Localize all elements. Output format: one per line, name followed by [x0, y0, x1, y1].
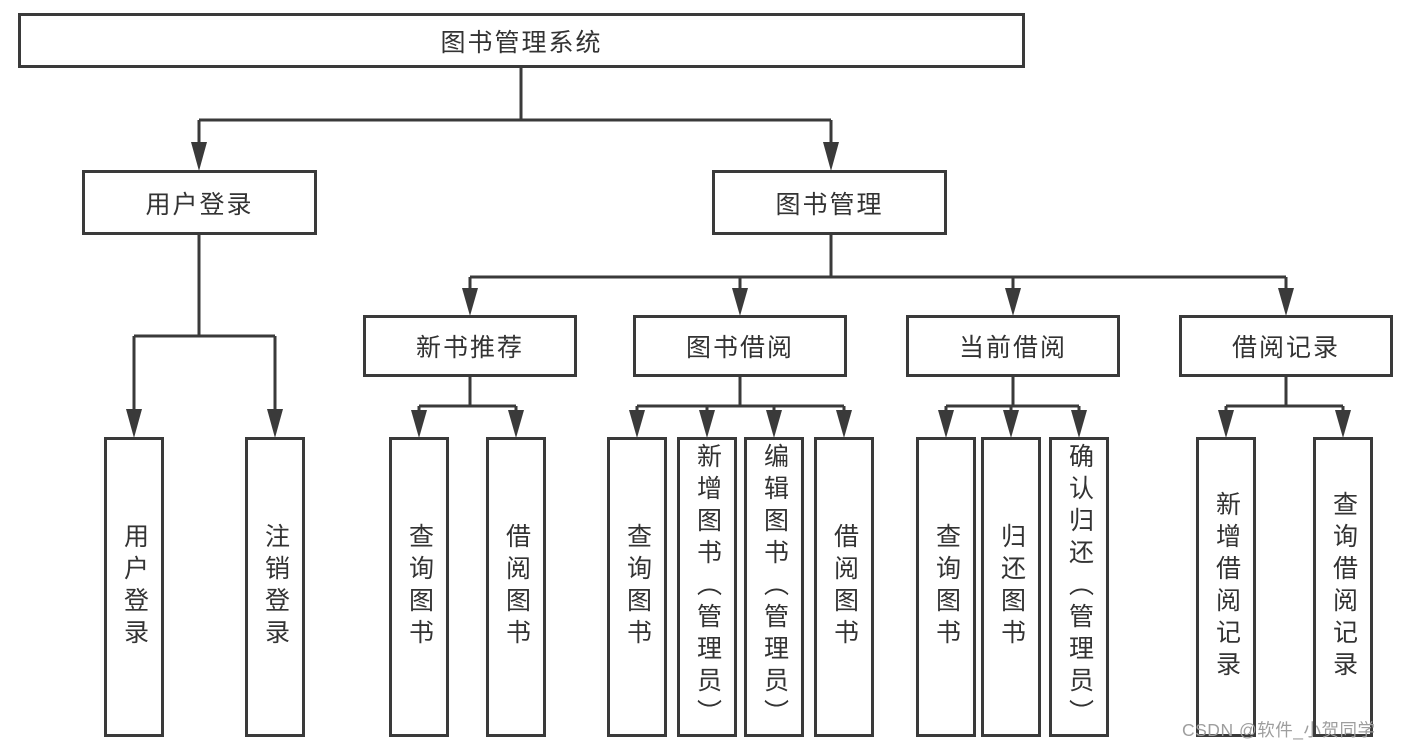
leaf-borrow-books-2-label: 借阅图书	[830, 523, 859, 651]
connector-book-borrow-children	[629, 377, 852, 438]
leaf-query-books-1: 查询图书	[389, 437, 449, 737]
leaf-query-books-3-label: 查询图书	[932, 523, 961, 651]
leaf-query-books-1-label: 查询图书	[405, 523, 434, 651]
leaf-edit-books-admin: 编辑图书（管理员）	[744, 437, 804, 737]
node-root-label: 图书管理系统	[440, 28, 603, 57]
leaf-user-login-label: 用户登录	[120, 523, 149, 651]
leaf-add-borrow-record-label: 新增借阅记录	[1212, 491, 1241, 683]
node-current-borrow-label: 当前借阅	[958, 334, 1067, 362]
leaf-add-books-admin: 新增图书（管理员）	[677, 437, 737, 737]
leaf-add-books-admin-label: 新增图书（管理员）	[693, 443, 722, 731]
leaf-logout-label: 注销登录	[261, 523, 290, 651]
leaf-confirm-return-admin-label: 确认归还（管理员）	[1065, 443, 1094, 731]
connector-current-borrow-children	[938, 377, 1087, 438]
leaf-borrow-books-2: 借阅图书	[814, 437, 874, 737]
connector-book-mgmt-to-level3	[462, 235, 1294, 316]
node-user-login-label: 用户登录	[145, 190, 254, 219]
leaf-edit-books-admin-label: 编辑图书（管理员）	[760, 443, 789, 731]
leaf-query-books-2-label: 查询图书	[623, 523, 652, 651]
node-book-borrow: 图书借阅	[633, 315, 847, 377]
connector-new-book-children	[411, 377, 524, 438]
node-new-book-recommend-label: 新书推荐	[415, 334, 524, 362]
leaf-confirm-return-admin: 确认归还（管理员）	[1049, 437, 1109, 737]
connector-root-to-level2	[191, 68, 839, 171]
leaf-user-login: 用户登录	[104, 437, 164, 737]
leaf-return-books-label: 归还图书	[997, 523, 1026, 651]
leaf-borrow-books-1: 借阅图书	[486, 437, 546, 737]
node-book-management-label: 图书管理	[775, 190, 884, 219]
leaf-borrow-books-1-label: 借阅图书	[502, 523, 531, 651]
leaf-logout: 注销登录	[245, 437, 305, 737]
leaf-return-books: 归还图书	[981, 437, 1041, 737]
node-borrow-records: 借阅记录	[1179, 315, 1393, 377]
node-book-borrow-label: 图书借阅	[685, 334, 794, 362]
node-new-book-recommend: 新书推荐	[363, 315, 577, 377]
node-root-system: 图书管理系统	[18, 13, 1025, 68]
connector-user-login-children	[126, 235, 283, 438]
leaf-add-borrow-record: 新增借阅记录	[1196, 437, 1256, 737]
leaf-query-borrow-record-label: 查询借阅记录	[1329, 491, 1358, 683]
leaf-query-books-3: 查询图书	[916, 437, 976, 737]
node-book-management: 图书管理	[712, 170, 947, 235]
node-borrow-records-label: 借阅记录	[1231, 334, 1340, 362]
node-current-borrow: 当前借阅	[906, 315, 1120, 377]
connector-borrow-records-children	[1218, 377, 1351, 438]
node-user-login: 用户登录	[82, 170, 317, 235]
leaf-query-borrow-record: 查询借阅记录	[1313, 437, 1373, 737]
leaf-query-books-2: 查询图书	[607, 437, 667, 737]
csdn-watermark: CSDN @软件_小贺同学	[1182, 720, 1376, 740]
